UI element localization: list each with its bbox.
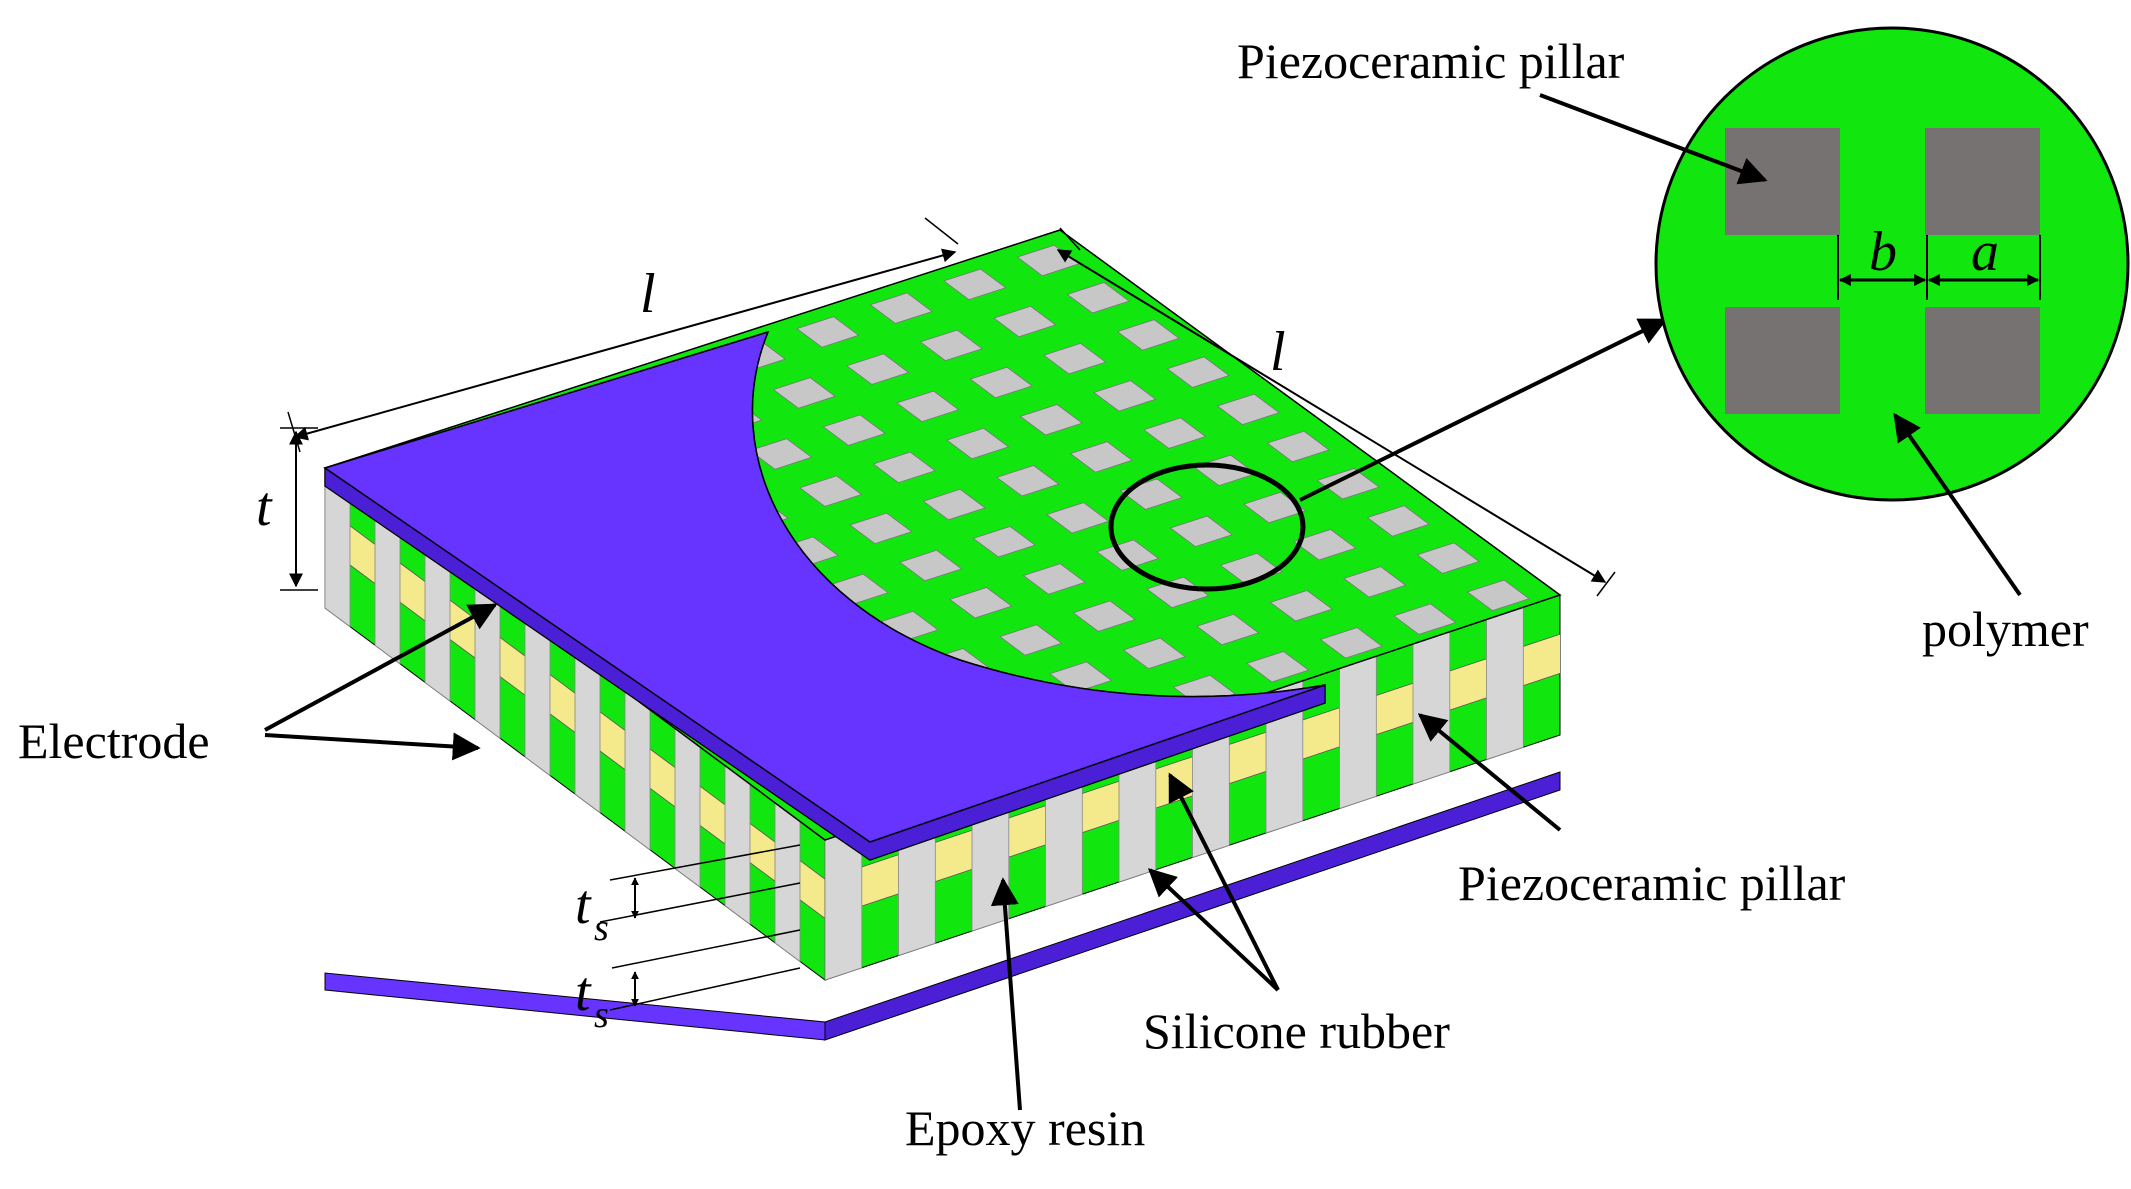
top-pillar bbox=[1393, 603, 1457, 635]
side-pillar bbox=[724, 764, 751, 925]
side-pillar bbox=[1412, 631, 1451, 785]
side-pillar bbox=[774, 802, 801, 963]
top-pillar bbox=[1122, 637, 1186, 670]
top-pillar bbox=[1466, 579, 1530, 612]
top-pillar bbox=[972, 526, 1036, 558]
callout-arrows bbox=[264, 93, 2022, 1111]
top-pillar bbox=[1319, 627, 1383, 659]
dim-ts-1-label: t bbox=[575, 874, 592, 936]
top-pillar bbox=[949, 587, 1013, 619]
detail-pillar-1 bbox=[1725, 128, 1840, 235]
label-polymer: polymer bbox=[1922, 601, 2089, 657]
side-pillar bbox=[524, 616, 551, 777]
top-pillar bbox=[1072, 600, 1136, 632]
detail-pillar-4 bbox=[1925, 307, 2040, 414]
composite-block bbox=[323, 229, 1562, 1041]
top-pillar bbox=[1196, 613, 1260, 646]
top-pillar bbox=[872, 451, 936, 484]
side-pillar bbox=[624, 690, 651, 851]
dim-ts-2-label: t bbox=[575, 961, 592, 1023]
label-piezo-pillar-side: Piezoceramic pillar bbox=[1458, 855, 1846, 911]
dim-a-label: a bbox=[1971, 221, 1999, 283]
top-pillar bbox=[749, 438, 813, 470]
dim-t-label: t bbox=[256, 476, 273, 538]
top-pillar bbox=[993, 305, 1057, 338]
side-pillar bbox=[674, 727, 701, 888]
dim-l-top-label: l bbox=[640, 263, 656, 325]
label-piezo-pillar-top: Piezoceramic pillar bbox=[1237, 33, 1625, 89]
side-pillar bbox=[1486, 606, 1524, 761]
top-pillar bbox=[999, 624, 1063, 656]
label-electrode: Electrode bbox=[18, 713, 210, 769]
dim-l-right-label: l bbox=[1270, 321, 1286, 383]
dimension-lines: l l t t s t s bbox=[256, 217, 1616, 1036]
side-pillar bbox=[1339, 655, 1377, 810]
label-silicone-rubber: Silicone rubber bbox=[1143, 1003, 1450, 1059]
detail-view: b a bbox=[1654, 26, 2130, 502]
label-epoxy-resin: Epoxy resin bbox=[905, 1100, 1145, 1156]
top-pillar bbox=[946, 427, 1010, 460]
side-pillar bbox=[574, 653, 601, 814]
top-pillar bbox=[799, 475, 863, 507]
top-pillar bbox=[969, 366, 1033, 399]
dim-ts-2-sub: s bbox=[594, 994, 609, 1036]
detail-pillar-3 bbox=[1725, 307, 1840, 414]
top-pillar bbox=[899, 549, 963, 582]
top-pillar bbox=[1269, 590, 1333, 622]
top-pillar bbox=[1246, 651, 1310, 683]
zoom-arrow bbox=[1299, 318, 1668, 502]
dim-b-label: b bbox=[1869, 221, 1897, 283]
dim-l-top bbox=[293, 248, 957, 441]
dim-ts-1-sub: s bbox=[594, 907, 609, 949]
top-pillar bbox=[922, 488, 986, 521]
detail-pillar-2 bbox=[1925, 128, 2040, 235]
top-pillar bbox=[849, 512, 913, 545]
top-pillar bbox=[943, 268, 1007, 301]
dim-l-right bbox=[1056, 249, 1607, 583]
